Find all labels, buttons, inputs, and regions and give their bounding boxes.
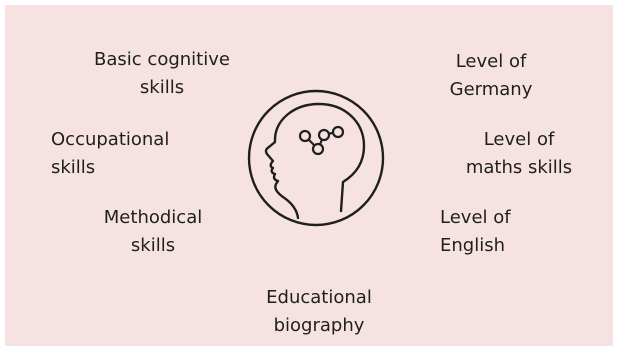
label-line: Methodical: [103, 207, 203, 228]
network-node: [311, 142, 325, 156]
label-line: Level of: [440, 207, 511, 228]
label-line: Germany: [449, 79, 533, 100]
diagram-panel: [5, 5, 613, 346]
head-with-network-icon: [247, 89, 385, 227]
label-line: Educational: [266, 287, 372, 308]
label-level-of-english: Level of English: [440, 204, 520, 260]
label-line: Level of: [483, 129, 555, 150]
label-occupational-skills: Occupational skills: [51, 126, 169, 182]
label-methodical-skills: Methodical skills: [95, 204, 211, 260]
label-line: English: [440, 235, 505, 256]
network-node: [298, 129, 312, 143]
label-line: Basic cognitive: [94, 49, 230, 70]
label-basic-cognitive-skills: Basic cognitive skills: [88, 46, 236, 102]
label-level-of-germany: Level of Germany: [441, 48, 541, 104]
label-line: maths skills: [465, 157, 573, 178]
label-line: Level of: [455, 51, 527, 72]
head-profile: [264, 102, 366, 220]
label-line: skills: [139, 77, 185, 98]
label-line: biography: [273, 315, 365, 336]
label-line: skills: [51, 157, 96, 178]
label-educational-biography: Educational biography: [258, 284, 380, 340]
label-line: Occupational: [51, 129, 170, 150]
network-node: [317, 128, 331, 142]
label-line: skills: [130, 235, 176, 256]
label-level-of-maths-skills: Level of maths skills: [460, 126, 578, 182]
network-node: [331, 125, 345, 139]
icon-circle: [247, 89, 385, 227]
